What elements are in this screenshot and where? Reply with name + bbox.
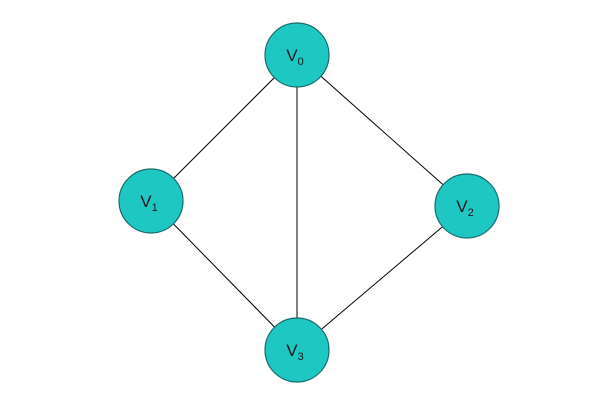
node-circle-v0 <box>264 22 330 88</box>
node-subscript: 3 <box>298 351 304 363</box>
edges-layer <box>150 54 468 351</box>
node-letter: V <box>140 192 152 211</box>
node-v2: V2 <box>434 173 500 239</box>
node-subscript: 2 <box>468 207 474 219</box>
edge-v0-v2 <box>296 54 468 207</box>
edge-v1-v3 <box>150 200 298 351</box>
node-letter: V <box>456 197 468 216</box>
node-subscript: 0 <box>298 56 304 68</box>
node-subscript: 1 <box>152 202 158 214</box>
node-label-v1: V1 <box>140 192 157 214</box>
edge-v2-v3 <box>296 205 468 351</box>
node-label-v3: V3 <box>286 341 303 363</box>
node-label-v0: V0 <box>286 46 303 68</box>
node-v0: V0 <box>264 22 330 88</box>
node-circle-v3 <box>264 317 330 383</box>
node-letter: V <box>286 341 298 360</box>
edge-v0-v1 <box>150 54 298 202</box>
node-v1: V1 <box>118 168 184 234</box>
node-circle-v1 <box>118 168 184 234</box>
node-label-v2: V2 <box>456 197 473 219</box>
node-v3: V3 <box>264 317 330 383</box>
node-circle-v2 <box>434 173 500 239</box>
node-letter: V <box>286 46 298 65</box>
